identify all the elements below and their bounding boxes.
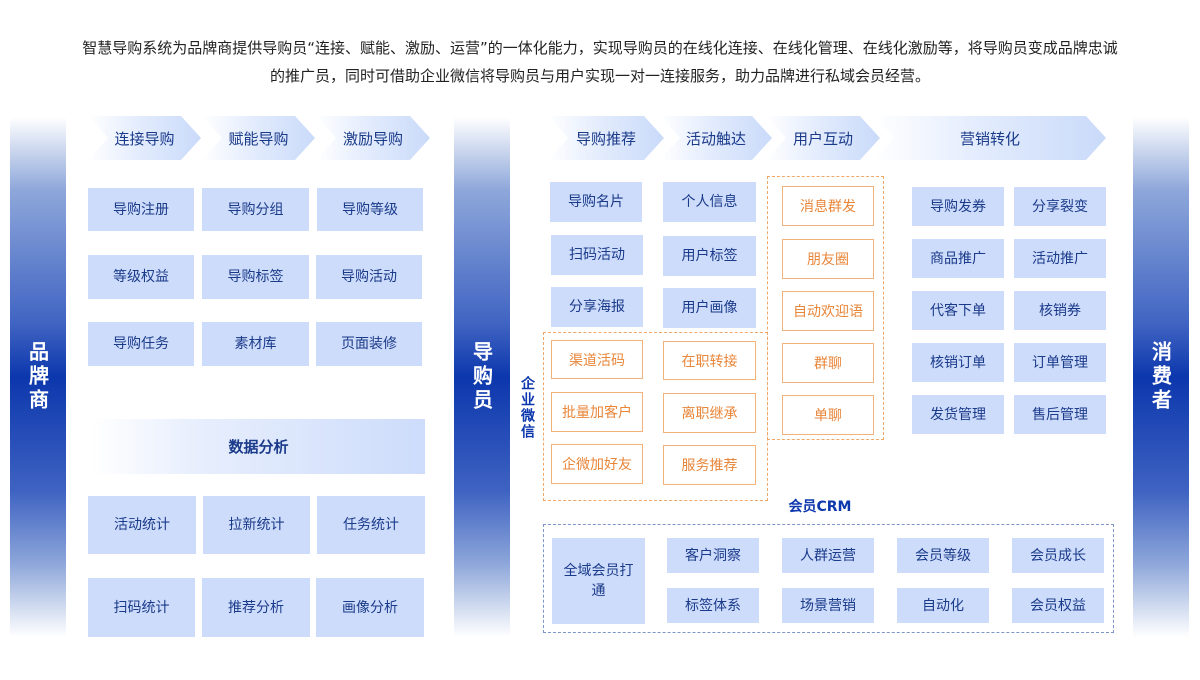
- crm-box: 自动化: [897, 588, 989, 623]
- wecom-box: 批量加客户: [551, 392, 643, 432]
- interaction-box: 群聊: [782, 343, 874, 383]
- stage-arrow: 用户互动: [766, 116, 880, 160]
- crm-box: 会员成长: [1012, 538, 1104, 573]
- conversion-box: 发货管理: [912, 395, 1004, 434]
- wecom-box: 在职转接: [663, 341, 756, 380]
- feature-box: 导购分组: [202, 188, 309, 231]
- feature-box: 页面装修: [316, 322, 422, 366]
- conversion-box: 核销券: [1014, 291, 1106, 330]
- pillar-consumer-label: 消费者: [1148, 341, 1173, 413]
- stage-arrow: 导购推荐: [548, 116, 664, 160]
- recommend-box: 个人信息: [663, 182, 756, 222]
- crm-box: 场景营销: [782, 588, 874, 623]
- feature-box: 导购等级: [317, 188, 423, 231]
- analytics-box: 任务统计: [317, 496, 425, 554]
- interaction-box: 自动欢迎语: [782, 291, 874, 331]
- analytics-banner: 数据分析: [92, 419, 425, 474]
- conversion-box: 分享裂变: [1014, 187, 1106, 226]
- conversion-box: 导购发券: [912, 187, 1004, 226]
- analytics-box: 扫码统计: [88, 578, 195, 637]
- wecom-label: 企业微信: [519, 376, 535, 440]
- crm-box: 会员权益: [1012, 588, 1104, 623]
- crm-group-border: [543, 524, 1114, 633]
- conversion-box: 核销订单: [912, 343, 1004, 382]
- analytics-box: 画像分析: [316, 578, 424, 637]
- wecom-group-top: [543, 332, 768, 333]
- interaction-box: 消息群发: [782, 186, 874, 226]
- conversion-box: 商品推广: [912, 239, 1004, 278]
- stage-arrow: 连接导购: [88, 116, 201, 160]
- feature-box: 导购注册: [88, 188, 194, 231]
- wecom-box: 企微加好友: [551, 444, 643, 484]
- conversion-box: 活动推广: [1014, 239, 1106, 278]
- feature-box: 导购任务: [88, 322, 194, 366]
- conversion-box: 代客下单: [912, 291, 1004, 330]
- conversion-box: 订单管理: [1014, 343, 1106, 382]
- feature-box: 素材库: [202, 322, 309, 366]
- pillar-guide: 导购员: [454, 117, 510, 637]
- crm-box: 标签体系: [667, 588, 759, 623]
- feature-box: 导购标签: [202, 255, 309, 299]
- crm-box: 会员等级: [897, 538, 989, 573]
- pillar-brand: 品牌商: [10, 117, 66, 637]
- feature-box: 导购活动: [316, 255, 422, 299]
- crm-main-box: 全域会员打通: [552, 538, 645, 624]
- pillar-consumer: 消费者: [1133, 117, 1189, 637]
- analytics-box: 拉新统计: [203, 496, 310, 554]
- wecom-box: 离职继承: [663, 393, 756, 433]
- recommend-box: 分享海报: [551, 287, 643, 327]
- interaction-group-border: [767, 176, 884, 440]
- wecom-box: 服务推荐: [663, 445, 756, 485]
- crm-title: 会员CRM: [788, 499, 852, 515]
- interaction-box: 单聊: [782, 395, 874, 435]
- interaction-box: 朋友圈: [782, 239, 874, 279]
- conversion-box: 售后管理: [1014, 395, 1106, 434]
- recommend-box: 用户标签: [663, 236, 756, 276]
- recommend-box: 导购名片: [550, 182, 642, 222]
- stage-arrow: 激励导购: [316, 116, 430, 160]
- pillar-brand-label: 品牌商: [25, 341, 50, 413]
- intro-line-2: 的推广员，同时可借助企业微信将导购员与用户实现一对一连接服务，助力品牌进行私域会…: [269, 67, 930, 85]
- crm-box: 人群运营: [782, 538, 874, 573]
- stage-arrow: 营销转化: [874, 116, 1106, 160]
- analytics-box: 推荐分析: [202, 578, 310, 637]
- pillar-guide-label: 导购员: [469, 341, 494, 413]
- recommend-box: 扫码活动: [551, 235, 643, 275]
- crm-box: 客户洞察: [667, 538, 759, 573]
- stage-arrow: 活动触达: [660, 116, 772, 160]
- intro-text: 智慧导购系统为品牌商提供导购员“连接、赋能、激励、运营”的一体化能力，实现导购员…: [0, 34, 1200, 90]
- analytics-box: 活动统计: [88, 496, 196, 554]
- intro-line-1: 智慧导购系统为品牌商提供导购员“连接、赋能、激励、运营”的一体化能力，实现导购员…: [82, 39, 1118, 57]
- stage-arrow: 赋能导购: [202, 116, 315, 160]
- wecom-box: 渠道活码: [551, 340, 643, 379]
- feature-box: 等级权益: [88, 255, 194, 299]
- recommend-box: 用户画像: [663, 288, 756, 328]
